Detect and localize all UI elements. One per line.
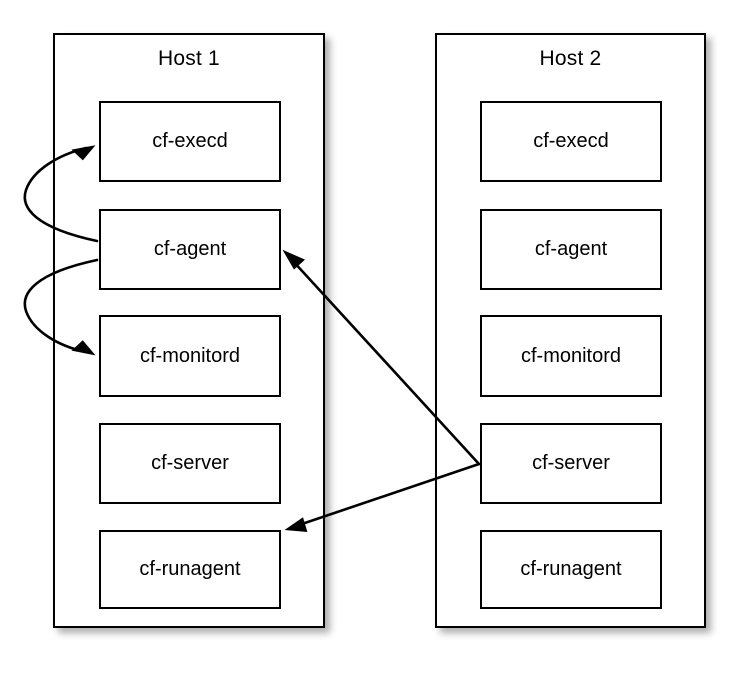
process-box-host2-cf-agent[interactable]: cf-agent — [480, 209, 662, 290]
process-box-host1-cf-agent[interactable]: cf-agent — [99, 209, 281, 290]
process-box-host1-cf-runagent[interactable]: cf-runagent — [99, 530, 281, 609]
process-box-host1-cf-execd[interactable]: cf-execd — [99, 101, 281, 182]
process-box-host2-cf-server[interactable]: cf-server — [480, 423, 662, 504]
host-panel-host1: Host 1 cf-execd cf-agent cf-monitord cf-… — [53, 33, 325, 628]
process-box-host2-cf-execd[interactable]: cf-execd — [480, 101, 662, 182]
process-box-host2-cf-runagent[interactable]: cf-runagent — [480, 530, 662, 609]
process-box-host1-cf-server[interactable]: cf-server — [99, 423, 281, 504]
host-panel-host2: Host 2 cf-execd cf-agent cf-monitord cf-… — [435, 33, 706, 628]
host-title-host2: Host 2 — [539, 47, 602, 70]
process-box-host1-cf-monitord[interactable]: cf-monitord — [99, 315, 281, 397]
host-title-host1: Host 1 — [158, 47, 220, 70]
process-box-host2-cf-monitord[interactable]: cf-monitord — [480, 315, 662, 397]
